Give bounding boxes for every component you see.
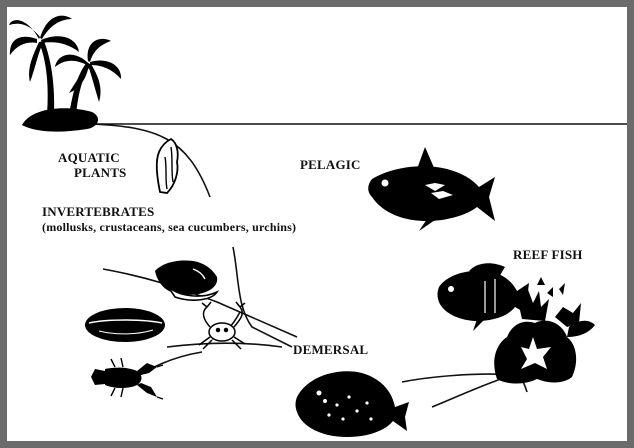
demersal-label: DEMERSAL (293, 342, 368, 357)
palm-tree-island-icon (9, 16, 121, 132)
lobster-icon (91, 358, 163, 399)
conch-shell-icon (155, 260, 217, 300)
aquatic-plants-label-line2: PLANTS (74, 165, 127, 180)
pelagic-label: PELAGIC (300, 157, 361, 172)
flounder-fish-icon (296, 371, 410, 437)
invertebrates-label: INVERTEBRATES (42, 204, 154, 219)
invertebrates-detail-label: (mollusks, crustaceans, sea cucumbers, u… (42, 220, 296, 234)
reef-fish-label: REEF FISH (513, 247, 583, 262)
crab-icon (199, 302, 245, 349)
reef-fish-icon (438, 263, 530, 331)
aquatic-plant-icon (157, 139, 178, 193)
aquatic-plants-label-line1: AQUATIC (58, 150, 120, 165)
clam-shell-icon (85, 308, 165, 342)
pelagic-tuna-fish-icon (368, 147, 495, 231)
